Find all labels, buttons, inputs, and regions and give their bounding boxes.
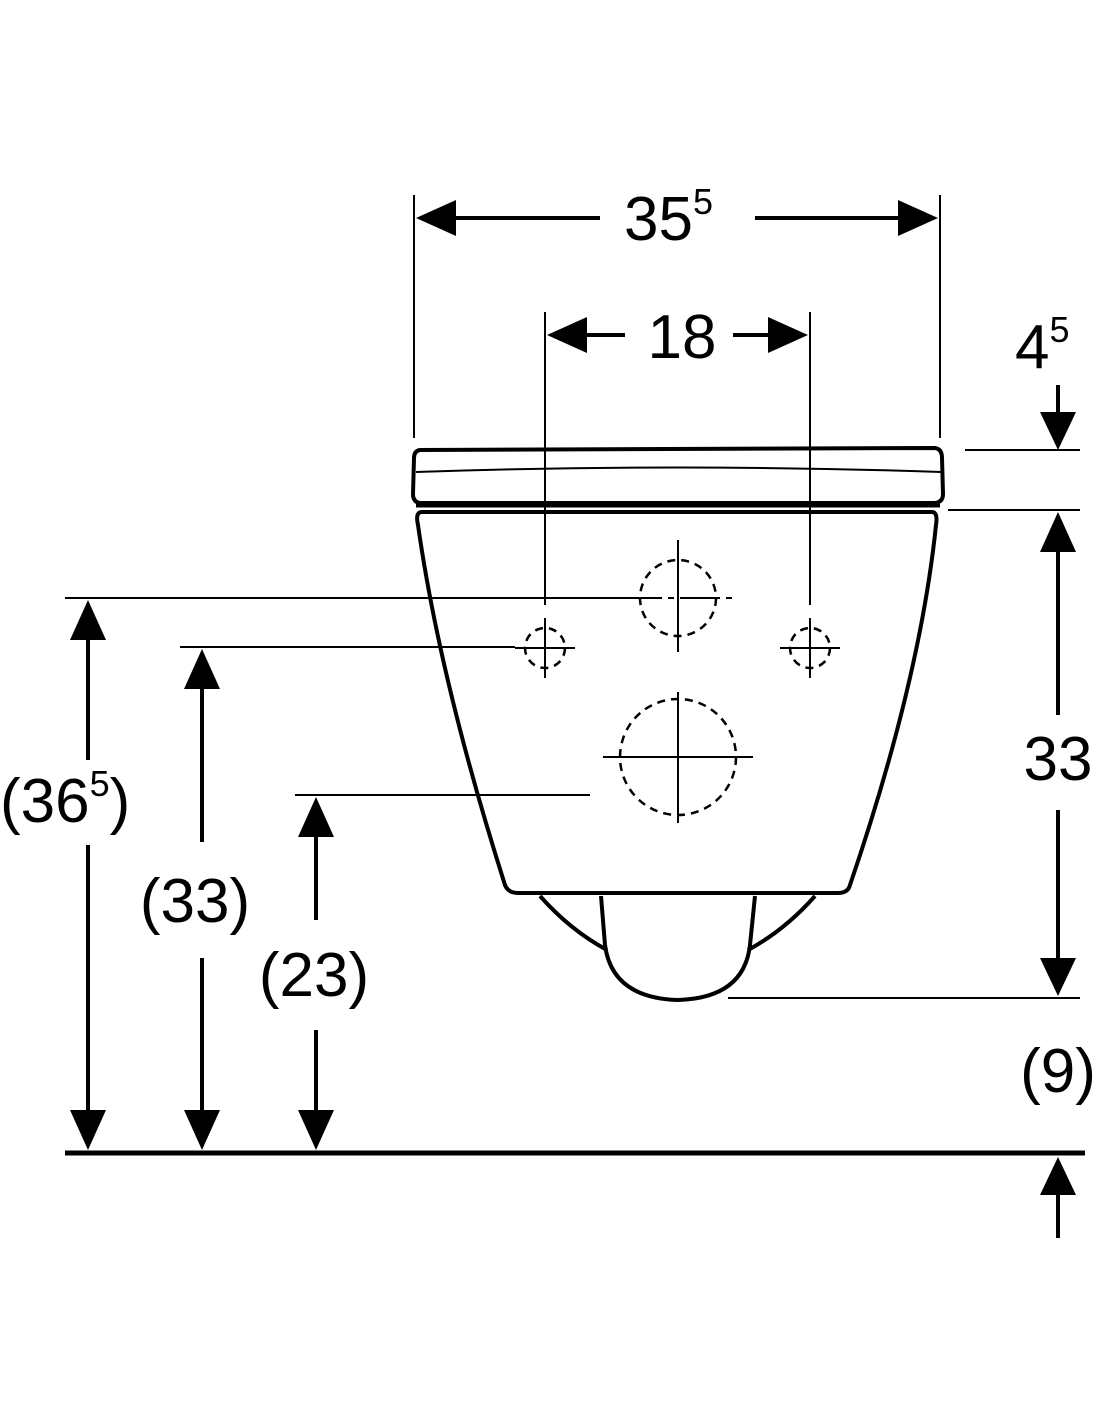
top-hole-height-dimension: (365) [0,597,640,1150]
overall-width-dimension: 355 [413,181,941,438]
bolt-height-label: (33) [140,867,250,936]
bowl-height-dimension: 33 [728,512,1093,999]
outlet-height-dimension: (23) [259,794,590,1150]
top-hole-height-label: (365) [0,763,130,836]
floor-clearance-dimension: (9) [1020,1037,1096,1238]
seat-thickness-label: 45 [1015,309,1070,382]
bolt-height-dimension: (33) [140,646,515,1150]
trap-outlet [599,895,757,1003]
bowl-outline [415,510,939,895]
wc-body [410,445,946,1003]
overall-width-label: 355 [624,181,713,254]
bolt-spacing-dimension: 18 [544,303,811,605]
seat-thickness-dimension: 45 [948,309,1080,511]
seat-lid [410,445,946,505]
arrow-left-icon [416,200,456,236]
floor-clearance-label: (9) [1020,1037,1096,1106]
outlet-height-label: (23) [259,941,369,1010]
bolt-spacing-label: 18 [648,303,717,372]
arrow-right-icon [898,200,938,236]
bowl-height-label: 33 [1024,725,1093,794]
